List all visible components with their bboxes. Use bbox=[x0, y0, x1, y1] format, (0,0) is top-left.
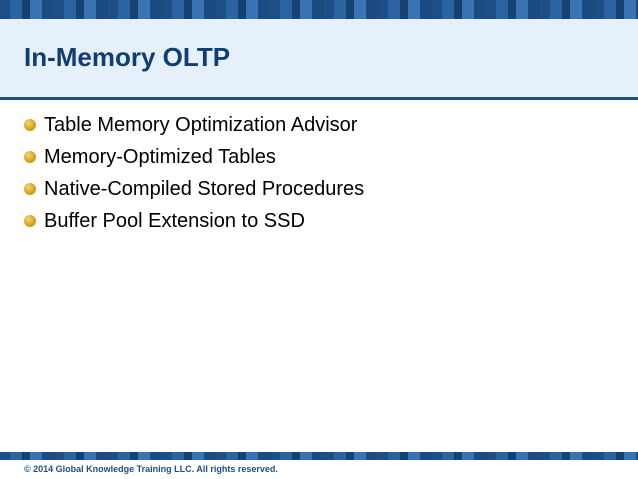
title-band bbox=[0, 19, 638, 97]
bullet-text: Table Memory Optimization Advisor bbox=[44, 114, 358, 136]
copyright-footer: © 2014 Global Knowledge Training LLC. Al… bbox=[24, 464, 278, 474]
slide-title: In-Memory OLTP bbox=[24, 42, 231, 72]
bullet-item: Table Memory Optimization Advisor bbox=[24, 110, 364, 142]
title-divider bbox=[0, 97, 638, 100]
bullet-list: Table Memory Optimization Advisor Memory… bbox=[24, 110, 364, 238]
bullet-item: Native-Compiled Stored Procedures bbox=[24, 174, 364, 206]
bullet-item: Buffer Pool Extension to SSD bbox=[24, 206, 364, 238]
bullet-dot-icon bbox=[24, 151, 36, 163]
bullet-text: Memory-Optimized Tables bbox=[44, 146, 276, 168]
bullet-dot-icon bbox=[24, 119, 36, 131]
bullet-item: Memory-Optimized Tables bbox=[24, 142, 364, 174]
bullet-dot-icon bbox=[24, 183, 36, 195]
bottom-decorative-stripe bbox=[0, 452, 638, 460]
bullet-dot-icon bbox=[24, 215, 36, 227]
top-decorative-stripe bbox=[0, 0, 638, 19]
bullet-text: Buffer Pool Extension to SSD bbox=[44, 210, 305, 232]
bullet-text: Native-Compiled Stored Procedures bbox=[44, 178, 365, 200]
